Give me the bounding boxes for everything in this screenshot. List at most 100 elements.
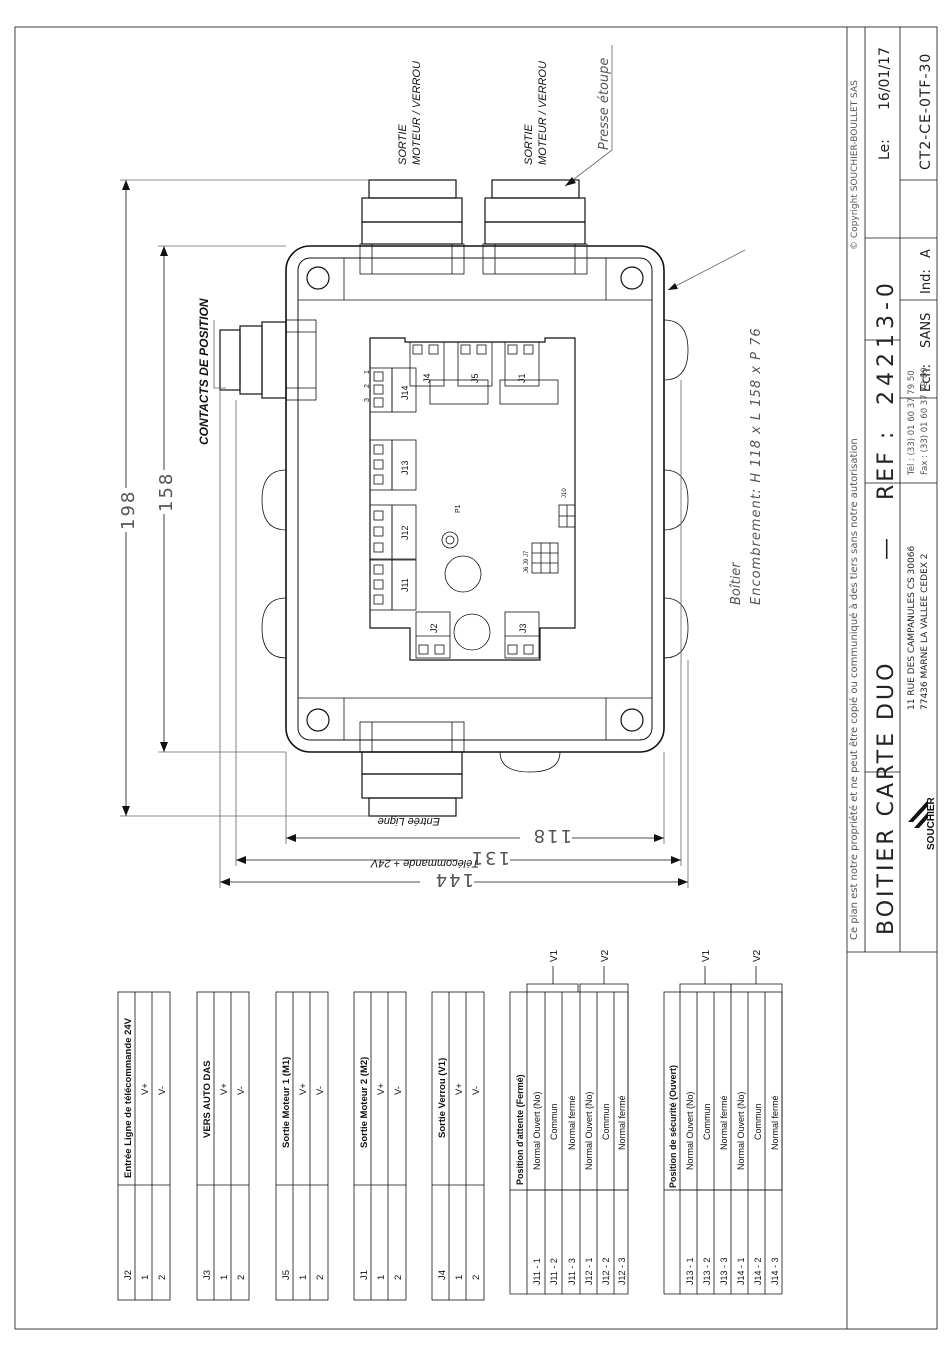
cable-gland-left bbox=[219, 319, 317, 401]
phone-number: Tél : (33) 01 60 37 79 50 bbox=[906, 370, 917, 476]
svg-text:1: 1 bbox=[140, 1275, 151, 1280]
relay-2 bbox=[499, 379, 559, 405]
svg-text:Position d'attente (Fermé): Position d'attente (Fermé) bbox=[515, 1074, 525, 1185]
dimension-144: 144 bbox=[434, 869, 474, 890]
svg-text:J13: J13 bbox=[400, 460, 410, 475]
title-dash: — bbox=[874, 538, 899, 560]
connector-j12: J12 bbox=[369, 504, 417, 560]
table-j3: J3 VERS AUTO DAS 1 V+ 2 V- bbox=[196, 991, 250, 1301]
svg-text:V+: V+ bbox=[219, 1083, 230, 1095]
label-entree-ligne: Entrée Ligne bbox=[378, 815, 440, 827]
ref-label: REF : bbox=[874, 429, 899, 500]
svg-text:Normal fermé: Normal fermé bbox=[719, 1095, 729, 1150]
svg-text:Normal fermé: Normal fermé bbox=[617, 1095, 627, 1150]
fax-number: Fax : (33) 01 60 37 79 89 bbox=[920, 367, 930, 475]
enclosure-drawing: J4 J5 J1 J14 J13 bbox=[113, 45, 764, 892]
svg-text:J11 - 2: J11 - 2 bbox=[549, 1258, 559, 1285]
connector-j3: J3 bbox=[504, 611, 540, 659]
svg-text:VERS AUTO DAS: VERS AUTO DAS bbox=[202, 1060, 213, 1138]
group-v2: V2 bbox=[600, 949, 611, 962]
svg-text:J14: J14 bbox=[400, 385, 410, 400]
screw-hole-icon bbox=[620, 266, 644, 290]
group-v1: V1 bbox=[549, 949, 560, 962]
cable-gland-bottom bbox=[359, 721, 465, 817]
screw-hole-icon bbox=[306, 708, 330, 732]
svg-text:2: 2 bbox=[393, 1275, 404, 1280]
label-presse-etoupe: Presse étoupe bbox=[597, 58, 612, 150]
scale-label: Ech: bbox=[919, 364, 934, 392]
label-sortie-1: SORTIE bbox=[397, 124, 409, 165]
svg-text:J11: J11 bbox=[400, 578, 410, 592]
cable-gland-top-1 bbox=[359, 179, 465, 275]
svg-text:J2: J2 bbox=[429, 623, 439, 633]
dimensions: 198 158 118 131 bbox=[113, 179, 689, 892]
connection-tables: J2 Entrée Ligne de télécommande 24V 1 V+… bbox=[117, 949, 783, 1301]
screw-hole-icon bbox=[306, 266, 330, 290]
svg-text:Entrée Ligne de télécommande 2: Entrée Ligne de télécommande 24V bbox=[123, 1017, 134, 1178]
drawing-code: CT2-CE-0TF-30 bbox=[918, 53, 934, 170]
svg-text:V-: V- bbox=[157, 1086, 168, 1095]
table-j4: J4 Sortie Verrou (V1) 1 V+ 2 V- bbox=[431, 991, 485, 1301]
label-moteur-verrou-2: MOTEUR / VERROU bbox=[537, 61, 549, 165]
svg-text:J13 - 3: J13 - 3 bbox=[719, 1257, 729, 1285]
dimension-198: 198 bbox=[118, 490, 139, 530]
copyright-owner: © Copyright SOUCHIER-BOULLET SAS bbox=[850, 80, 860, 250]
svg-text:J13 - 1: J13 - 1 bbox=[685, 1257, 695, 1285]
svg-text:J1: J1 bbox=[359, 1270, 370, 1280]
connector-j14: J14 bbox=[369, 367, 417, 413]
souchier-logo: SOUCHIER bbox=[908, 796, 937, 850]
svg-text:V-: V- bbox=[236, 1086, 247, 1095]
label-sortie-2: SORTIE bbox=[523, 124, 535, 165]
group-v1: V1 bbox=[701, 949, 712, 962]
svg-text:V+: V+ bbox=[298, 1083, 309, 1095]
svg-text:Position de sécurité (Ouvert): Position de sécurité (Ouvert) bbox=[668, 1065, 678, 1188]
svg-text:Sortie Verrou (V1): Sortie Verrou (V1) bbox=[437, 1058, 448, 1138]
dimension-118: 118 bbox=[532, 825, 572, 846]
svg-text:Normal Ouvert (No): Normal Ouvert (No) bbox=[584, 1091, 594, 1170]
cable-gland-top-2 bbox=[482, 179, 588, 275]
svg-text:Commun: Commun bbox=[549, 1103, 559, 1140]
table-j5: J5 Sortie Moteur 1 (M1) 1 V+ 2 V- bbox=[275, 991, 329, 1301]
svg-text:Normal Ouvert (No): Normal Ouvert (No) bbox=[736, 1091, 746, 1170]
svg-text:J6 J9 J7: J6 J9 J7 bbox=[524, 550, 530, 573]
sheet-border bbox=[14, 26, 938, 1330]
date-value: 16/01/17 bbox=[877, 47, 893, 110]
svg-text:1: 1 bbox=[376, 1275, 387, 1280]
svg-text:J14 - 2: J14 - 2 bbox=[753, 1257, 763, 1285]
dimension-158: 158 bbox=[156, 472, 177, 512]
date-label: Le: bbox=[877, 139, 893, 160]
svg-text:V-: V- bbox=[471, 1086, 482, 1095]
svg-text:Commun: Commun bbox=[753, 1103, 763, 1140]
label-contacts-position: CONTACTS DE POSITION bbox=[197, 298, 211, 445]
svg-text:J10: J10 bbox=[562, 488, 568, 498]
svg-text:V+: V+ bbox=[454, 1083, 465, 1095]
svg-text:2: 2 bbox=[471, 1275, 482, 1280]
svg-text:2: 2 bbox=[364, 384, 371, 388]
svg-text:V+: V+ bbox=[140, 1083, 151, 1095]
svg-text:1: 1 bbox=[454, 1275, 465, 1280]
svg-text:V-: V- bbox=[315, 1086, 326, 1095]
connector-j13: J13 bbox=[369, 439, 417, 491]
svg-text:J4: J4 bbox=[437, 1270, 448, 1280]
svg-text:J4: J4 bbox=[422, 373, 432, 383]
svg-text:V-: V- bbox=[393, 1086, 404, 1095]
enclosure-inner bbox=[297, 257, 653, 741]
table-position-attente: Position d'attente (Fermé) J11 - 1 Norma… bbox=[509, 949, 629, 1295]
relay-1 bbox=[429, 379, 489, 405]
connector-j1 bbox=[504, 341, 540, 387]
scale-value: SANS bbox=[919, 313, 934, 348]
svg-text:J12 - 3: J12 - 3 bbox=[617, 1257, 627, 1285]
screw-hole-icon bbox=[620, 708, 644, 732]
jumpers-j6-j9-j7: J6 J9 J7 bbox=[524, 542, 559, 574]
table-j2: J2 Entrée Ligne de télécommande 24V 1 V+… bbox=[117, 991, 171, 1301]
svg-text:2: 2 bbox=[236, 1275, 247, 1280]
svg-text:J13 - 2: J13 - 2 bbox=[702, 1257, 712, 1285]
side-knockouts bbox=[261, 319, 689, 773]
svg-text:1: 1 bbox=[364, 370, 371, 374]
svg-text:J12 - 1: J12 - 1 bbox=[584, 1257, 594, 1285]
svg-text:Normal Ouvert (No): Normal Ouvert (No) bbox=[532, 1091, 542, 1170]
svg-text:J11 - 3: J11 - 3 bbox=[567, 1258, 577, 1285]
svg-text:J12 - 2: J12 - 2 bbox=[601, 1257, 611, 1285]
svg-text:J11 - 1: J11 - 1 bbox=[532, 1258, 542, 1285]
copyright-notice: Ce plan est notre propriété et ne peut ê… bbox=[848, 438, 860, 940]
